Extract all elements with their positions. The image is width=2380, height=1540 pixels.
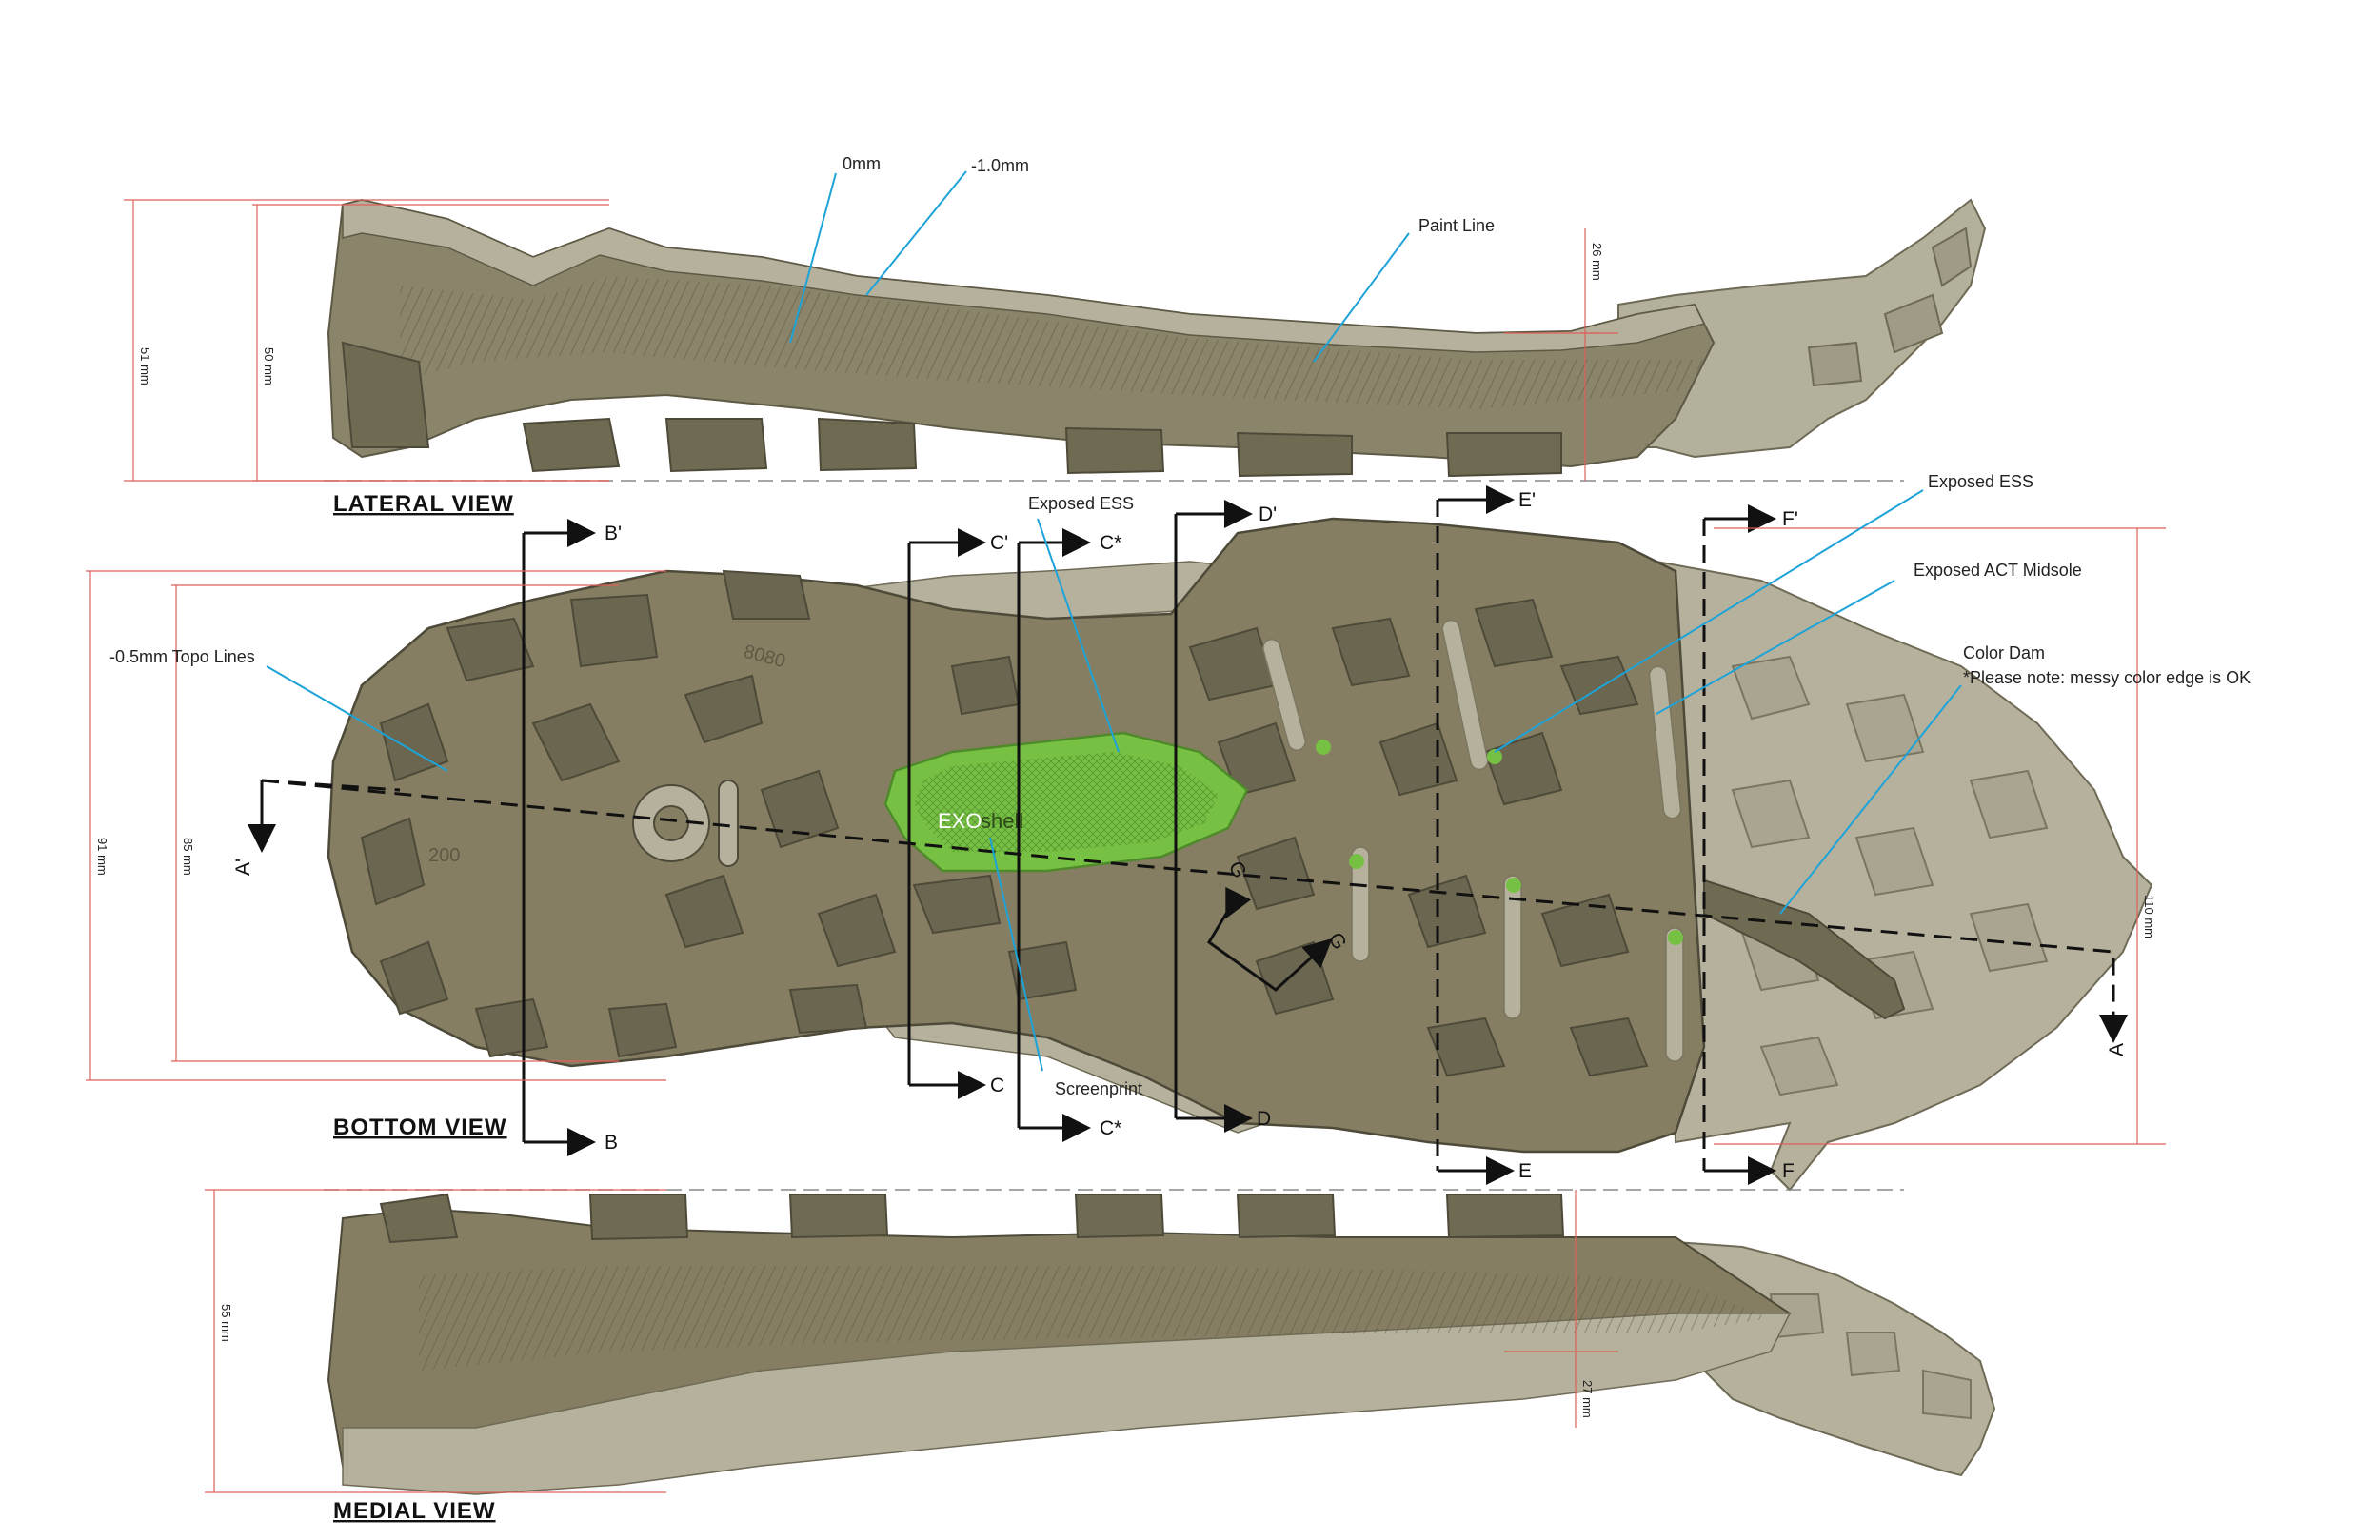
lateral-topo-texture — [400, 276, 1704, 409]
callout-color-dam: Color Dam — [1963, 643, 2045, 662]
bottom-lugs — [360, 569, 1649, 1077]
section-c-star-bottom: C* — [1100, 1117, 1121, 1139]
lateral-paint-band — [342, 199, 1706, 353]
medial-view: 55 mm 27 mm MEDIAL VIEW — [205, 1189, 1996, 1524]
section-b-prime: B' — [605, 523, 622, 544]
section-d: D — [1257, 1108, 1271, 1130]
lateral-toe-shell — [1617, 198, 1987, 459]
callout-topo-lines: -0.5mm Topo Lines — [109, 647, 255, 666]
medial-dimensions — [205, 1189, 1618, 1493]
shell-logo-text: shell — [981, 809, 1023, 833]
dim-med-27: 27 mm — [1580, 1380, 1595, 1418]
section-f-prime: F' — [1782, 508, 1798, 530]
bottom-dimensions — [86, 527, 2166, 1145]
lateral-view-title: LATERAL VIEW — [333, 491, 514, 517]
callout-color-dam-note: *Please note: messy color edge is OK — [1963, 668, 2251, 687]
dim-bot-91: 91 mm — [95, 838, 109, 876]
medial-view-title: MEDIAL VIEW — [333, 1498, 496, 1524]
bottom-view: 8080 200 EXO shell — [86, 485, 2166, 1192]
heel-logo — [632, 780, 739, 867]
dim-lat-50: 50 mm — [262, 347, 276, 385]
lateral-view: 51 mm 50 mm 26 mm LATERAL VIEW — [124, 198, 1987, 517]
exo-logo-text: EXO — [938, 809, 982, 833]
dim-bot-110: 110 mm — [2142, 895, 2156, 938]
sole-number-bottom: 200 — [428, 845, 460, 866]
medial-toe-lugs — [1769, 1293, 1972, 1420]
section-c-star-top: C* — [1100, 532, 1121, 554]
dim-lat-26: 26 mm — [1590, 243, 1604, 281]
lateral-dimensions — [124, 199, 1618, 482]
dim-med-55: 55 mm — [219, 1304, 233, 1342]
section-d-prime: D' — [1259, 503, 1277, 525]
section-e-prime: E' — [1518, 489, 1536, 511]
section-c: C — [990, 1075, 1004, 1096]
section-a: A — [2106, 1043, 2128, 1056]
dim-bot-85: 85 mm — [181, 838, 195, 876]
callout-minus-1mm: -1.0mm — [971, 156, 1029, 175]
medial-lugs — [379, 1193, 1565, 1244]
section-c-prime: C' — [990, 532, 1008, 554]
section-a-prime: A' — [232, 859, 254, 876]
color-dam — [1703, 879, 1906, 1020]
lateral-toe-lugs — [1807, 227, 1973, 387]
lateral-lugs — [341, 341, 1562, 478]
section-b: B — [605, 1132, 618, 1154]
section-cut-lines — [248, 485, 2128, 1185]
dim-lat-51: 51 mm — [138, 347, 152, 385]
section-e: E — [1518, 1160, 1532, 1182]
callout-paint-line: Paint Line — [1418, 216, 1495, 235]
callout-exposed-act: Exposed ACT Midsole — [1914, 561, 2082, 580]
callout-0mm: 0mm — [843, 154, 881, 173]
exposed-ess-mesh — [914, 752, 1219, 852]
medial-topo-texture — [419, 1266, 1771, 1371]
section-f: F — [1782, 1160, 1795, 1182]
medial-light-band — [342, 1313, 1792, 1495]
callout-screenprint: Screenprint — [1055, 1079, 1142, 1098]
callout-leaders — [266, 170, 1962, 1072]
callout-exposed-ess-right: Exposed ESS — [1928, 472, 2033, 491]
bottom-view-title: BOTTOM VIEW — [333, 1115, 507, 1140]
callout-exposed-ess-left: Exposed ESS — [1028, 494, 1134, 513]
act-midsole-bars — [1262, 619, 1684, 1062]
ess-green-dots — [1316, 740, 1683, 945]
